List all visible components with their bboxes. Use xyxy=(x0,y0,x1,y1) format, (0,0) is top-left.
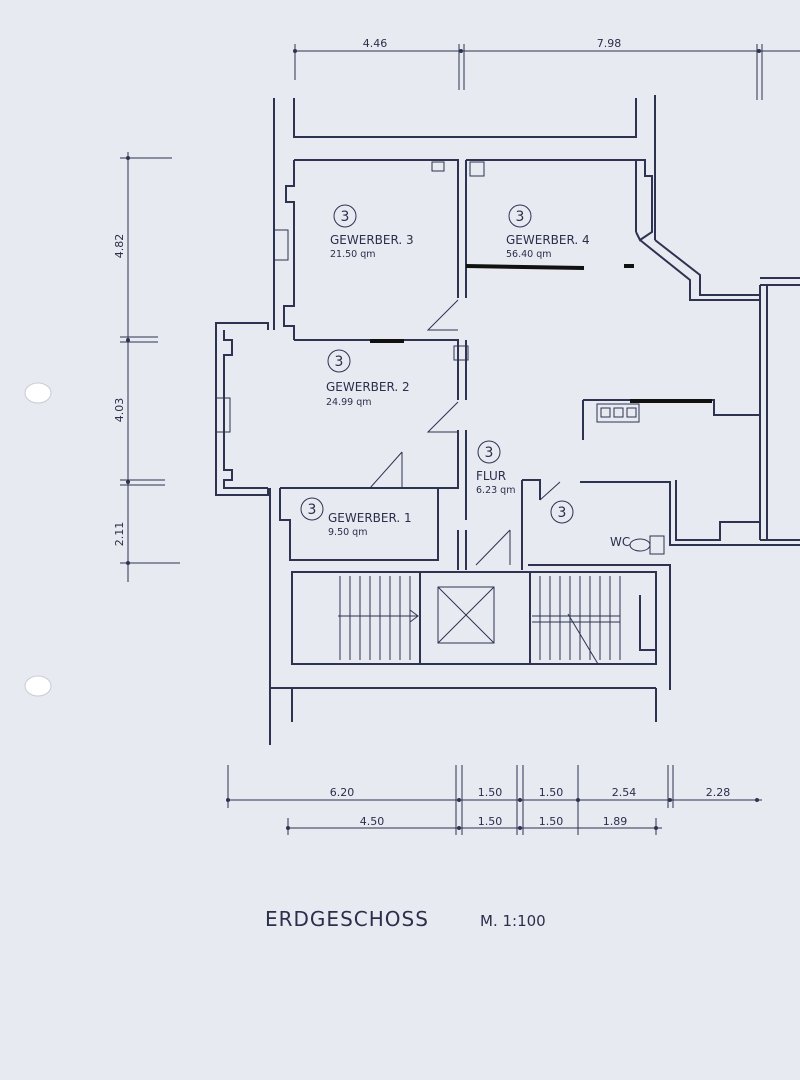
shaft-icon xyxy=(469,161,485,177)
room-gewerbe-3: 3 GEWERBER. 3 21.50 qm xyxy=(330,204,414,260)
dim-bottom1-5: 2.28 xyxy=(706,786,731,799)
room-number: 3 xyxy=(335,354,344,370)
room-number: 3 xyxy=(308,502,317,518)
room-number: 3 xyxy=(341,209,350,225)
dim-bottom2-2: 1.50 xyxy=(478,815,503,828)
room-number: 3 xyxy=(485,445,494,461)
dim-left-2: 4.03 xyxy=(113,398,126,423)
dim-bottom2-4: 1.89 xyxy=(603,815,628,828)
dim-bottom1-1: 6.20 xyxy=(330,786,355,799)
plan-scale: M. 1:100 xyxy=(480,912,546,930)
plan-title: ERDGESCHOSS xyxy=(265,907,429,931)
left-dimension-line: 4.82 4.03 2.11 xyxy=(113,152,180,582)
room-gewerbe-2: 3 GEWERBER. 2 24.99 qm xyxy=(326,349,410,408)
room-name: GEWERBER. 1 xyxy=(328,511,412,525)
bottom-dimension-line-2: 4.50 1.50 1.50 1.89 xyxy=(286,815,662,835)
dim-bottom1-4: 2.54 xyxy=(612,786,637,799)
room-area: 24.99 qm xyxy=(326,397,372,408)
room-gewerbe-4: 3 GEWERBER. 4 56.40 qm xyxy=(506,204,590,260)
punch-hole-top xyxy=(24,382,52,404)
room-number: 3 xyxy=(516,209,525,225)
room-area: 21.50 qm xyxy=(330,249,376,260)
room-name: GEWERBER. 3 xyxy=(330,233,414,247)
dim-bottom2-3: 1.50 xyxy=(539,815,564,828)
dim-left-3: 2.11 xyxy=(113,522,126,547)
room-area: 6.23 qm xyxy=(476,485,515,496)
room-wc: 3 WC xyxy=(550,500,630,549)
room-area: 56.40 qm xyxy=(506,249,552,260)
top-dimension-line: 4.46 7.98 xyxy=(293,37,800,100)
beam-room-4 xyxy=(465,264,585,270)
dim-top-2: 7.98 xyxy=(597,37,622,50)
bottom-dimension-line-1: 6.20 1.50 1.50 2.54 2.28 xyxy=(226,765,762,835)
elevator-shaft xyxy=(437,586,495,644)
punch-hole-bottom xyxy=(24,675,52,697)
walls xyxy=(215,95,800,745)
dim-top-1: 4.46 xyxy=(363,37,388,50)
dim-bottom2-1: 4.50 xyxy=(360,815,385,828)
room-area: 9.50 qm xyxy=(328,527,367,538)
staircase-left xyxy=(338,576,419,660)
dim-left-1: 4.82 xyxy=(113,234,126,259)
sink-icon xyxy=(431,161,445,172)
dim-bottom1-3: 1.50 xyxy=(539,786,564,799)
room-name: FLUR xyxy=(476,469,506,483)
room-name: GEWERBER. 4 xyxy=(506,233,590,247)
dim-bottom1-2: 1.50 xyxy=(478,786,503,799)
door-swings xyxy=(369,299,561,566)
room-gewerbe-1: 3 GEWERBER. 1 9.50 qm xyxy=(300,497,412,538)
wc-number: 3 xyxy=(558,505,567,521)
room-name: GEWERBER. 2 xyxy=(326,380,410,394)
wc-label: WC xyxy=(610,535,630,549)
room-flur: 3 FLUR 6.23 qm xyxy=(476,440,515,496)
staircase-right xyxy=(532,576,621,665)
